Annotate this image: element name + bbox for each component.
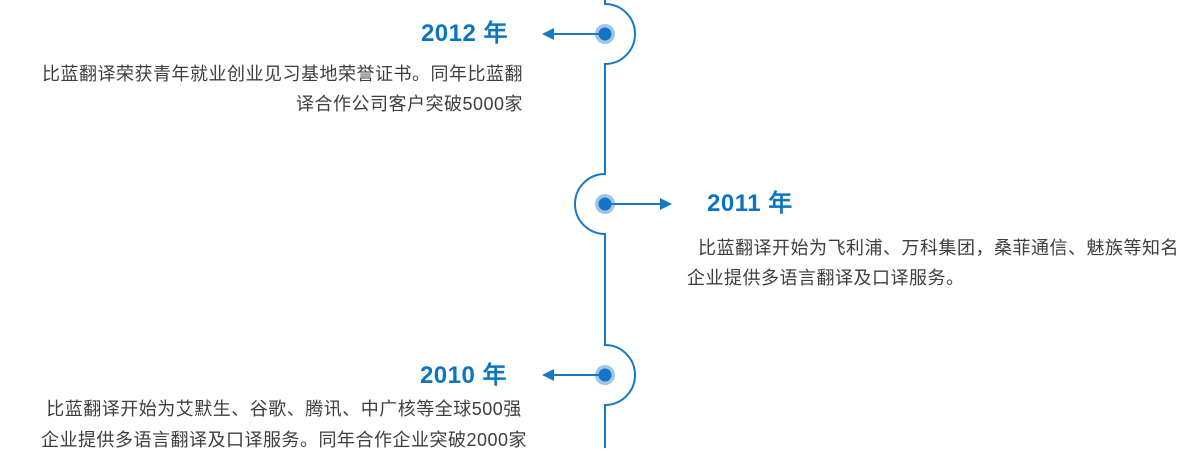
milestone-text-line: 译合作公司客户突破5000家 (295, 94, 523, 114)
timeline-spine (574, 0, 636, 448)
node-dot (598, 368, 612, 382)
milestone-text-line: 企业提供多语言翻译及口译服务。 (687, 268, 965, 288)
node-dot (598, 27, 612, 41)
year-label-2010: 2010 年 (419, 362, 507, 389)
timeline-node-2012 (595, 24, 615, 44)
milestone-text-line: 比蓝翻译荣获青年就业创业见习基地荣誉证书。同年比蓝翻 (42, 64, 523, 84)
year-label-2012: 2012 年 (420, 20, 508, 47)
year-label-2011: 2011 年 (707, 190, 793, 217)
arrow-right-2011-icon (611, 198, 672, 210)
node-dot (598, 197, 612, 211)
arrow-left-2010-icon (542, 369, 601, 381)
milestone-text-line: 比蓝翻译开始为艾默生、谷歌、腾讯、中广核等全球500强 (46, 399, 522, 419)
timeline-node-2011 (595, 194, 615, 214)
milestone-text-2011: 比蓝翻译开始为飞利浦、万科集团，桑菲通信、魅族等知名 企业提供多语言翻译及口译服… (687, 233, 1179, 293)
milestone-text-2012: 比蓝翻译荣获青年就业创业见习基地荣誉证书。同年比蓝翻 译合作公司客户突破5000… (42, 59, 523, 119)
milestone-text-line: 企业提供多语言翻译及口译服务。同年合作企业突破2000家 (40, 430, 528, 450)
timeline-node-2010 (595, 365, 615, 385)
arrow-left-2012-icon (542, 28, 601, 40)
milestone-text-2010: 比蓝翻译开始为艾默生、谷歌、腾讯、中广核等全球500强 企业提供多语言翻译及口译… (28, 394, 540, 456)
milestone-text-line: 比蓝翻译开始为飞利浦、万科集团，桑菲通信、魅族等知名 (698, 238, 1179, 258)
